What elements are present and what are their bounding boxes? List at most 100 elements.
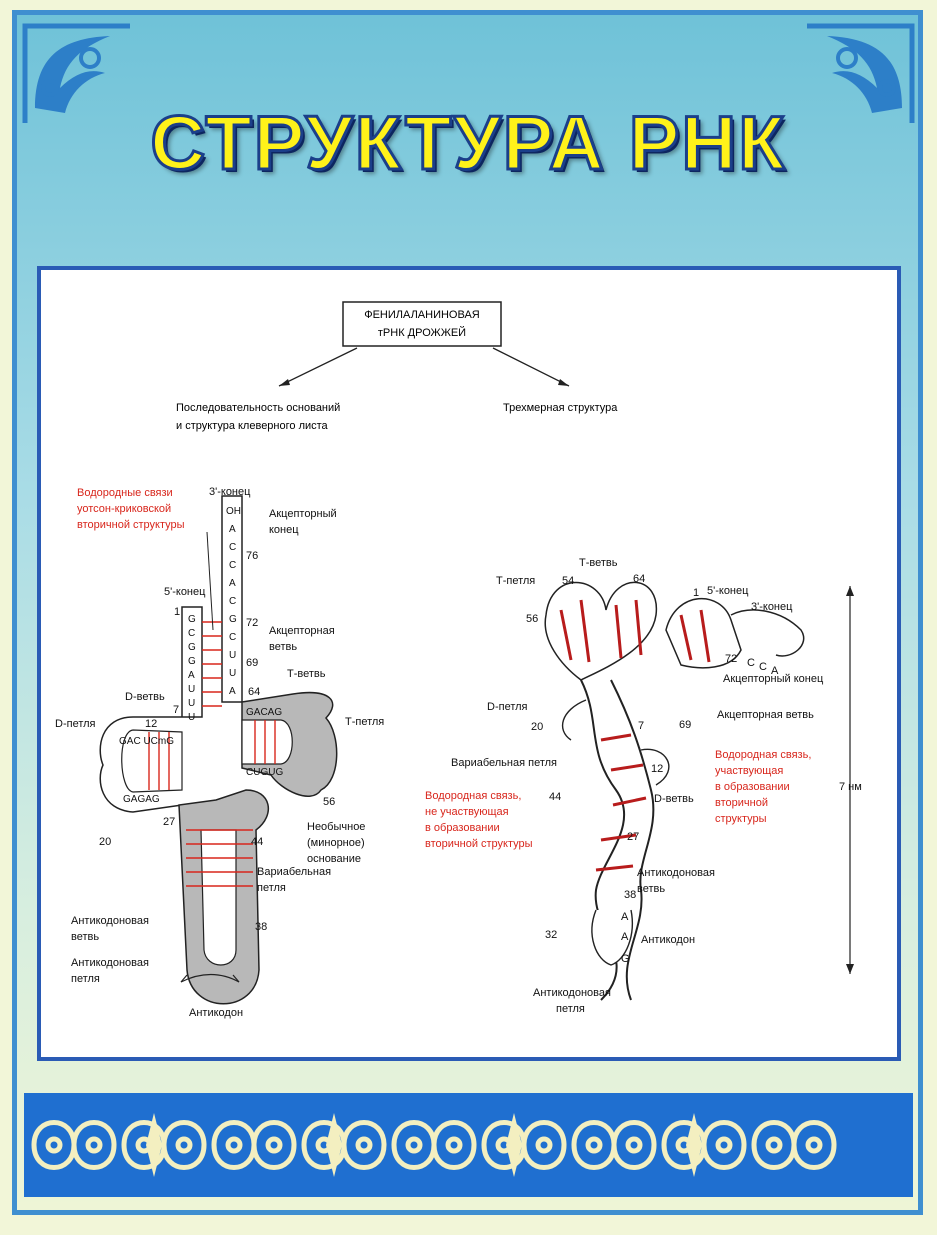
svg-text:ФЕНИЛАЛАНИНОВАЯ: ФЕНИЛАЛАНИНОВАЯ: [364, 309, 480, 321]
svg-text:(минорное): (минорное): [307, 837, 365, 849]
svg-text:D-ветвь: D-ветвь: [125, 691, 165, 703]
svg-text:Акцепторный: Акцепторный: [269, 508, 337, 520]
svg-text:A: A: [771, 665, 779, 677]
svg-text:ветвь: ветвь: [269, 641, 297, 653]
svg-text:27: 27: [627, 831, 639, 843]
svg-text:D-петля: D-петля: [487, 701, 528, 713]
svg-text:G: G: [188, 614, 196, 625]
svg-text:A: A: [621, 911, 629, 923]
svg-text:U: U: [188, 684, 195, 695]
svg-text:конец: конец: [269, 524, 299, 536]
svg-text:ветвь: ветвь: [637, 883, 665, 895]
svg-text:Антикодон: Антикодон: [641, 934, 695, 946]
svg-text:5'-конец: 5'-конец: [707, 585, 749, 597]
tertiary-structure: C C A A A G 54 64 56 1 72 20 7 69 12 44 …: [425, 557, 862, 1015]
svg-text:вторичной структуры: вторичной структуры: [77, 519, 185, 531]
svg-text:32: 32: [545, 929, 557, 941]
svg-text:54: 54: [562, 575, 574, 587]
svg-text:тРНК ДРОЖЖЕЙ: тРНК ДРОЖЖЕЙ: [378, 326, 466, 339]
svg-text:GACAG: GACAG: [246, 707, 282, 718]
svg-text:A: A: [229, 686, 236, 697]
svg-text:56: 56: [526, 613, 538, 625]
svg-text:OH: OH: [226, 506, 241, 517]
svg-text:12: 12: [145, 718, 157, 730]
svg-text:38: 38: [624, 889, 636, 901]
svg-text:GAGAG: GAGAG: [123, 794, 160, 805]
svg-text:64: 64: [633, 573, 645, 585]
svg-text:A: A: [229, 578, 236, 589]
svg-text:петля: петля: [257, 882, 286, 894]
svg-text:в образовании: в образовании: [715, 781, 790, 793]
poster-title: СТРУКТУРА РНК: [149, 100, 787, 188]
svg-text:Вариабельная петля: Вариабельная петля: [451, 757, 557, 769]
diagram-panel: ФЕНИЛАЛАНИНОВАЯ тРНК ДРОЖЖЕЙ Последовате…: [37, 266, 901, 1061]
svg-text:7: 7: [638, 720, 644, 732]
svg-text:вторичной: вторичной: [715, 797, 768, 809]
svg-text:петля: петля: [71, 973, 100, 985]
svg-text:7: 7: [173, 704, 179, 716]
right-heading: Трехмерная структура: [503, 402, 618, 414]
svg-text:ветвь: ветвь: [71, 931, 99, 943]
svg-text:Акцепторный конец: Акцепторный конец: [723, 673, 824, 685]
svg-text:44: 44: [549, 791, 561, 803]
svg-text:C: C: [229, 560, 236, 571]
svg-text:C: C: [747, 657, 755, 669]
cloverleaf-structure: OH A C C A C G C U U A G C G G A U U U G…: [55, 486, 384, 1019]
svg-text:U: U: [188, 712, 195, 723]
svg-text:27: 27: [163, 816, 175, 828]
svg-text:Акцепторная ветвь: Акцепторная ветвь: [717, 709, 814, 721]
svg-text:Т-петля: Т-петля: [345, 716, 384, 728]
svg-text:уотсон-криковской: уотсон-криковской: [77, 503, 171, 515]
left-heading-2: и структура клеверного листа: [176, 420, 329, 432]
svg-text:G: G: [188, 642, 196, 653]
header-box: ФЕНИЛАЛАНИНОВАЯ тРНК ДРОЖЖЕЙ: [342, 301, 502, 347]
svg-text:вторичной структуры: вторичной структуры: [425, 838, 533, 850]
svg-text:GAC UCmG: GAC UCmG: [119, 736, 174, 747]
svg-text:20: 20: [99, 836, 111, 848]
svg-text:3'-конец: 3'-конец: [209, 486, 251, 498]
svg-text:20: 20: [531, 721, 543, 733]
svg-text:A: A: [621, 931, 629, 943]
svg-text:5'-конец: 5'-конец: [164, 586, 206, 598]
svg-text:38: 38: [255, 921, 267, 933]
svg-text:A: A: [188, 670, 195, 681]
svg-text:участвующая: участвующая: [715, 765, 783, 777]
svg-text:в образовании: в образовании: [425, 822, 500, 834]
svg-text:56: 56: [323, 796, 335, 808]
svg-text:не участвующая: не участвующая: [425, 806, 509, 818]
svg-text:72: 72: [246, 617, 258, 629]
svg-text:D-петля: D-петля: [55, 718, 96, 730]
svg-text:1: 1: [693, 587, 699, 599]
svg-text:G: G: [621, 953, 630, 965]
svg-text:C: C: [229, 632, 236, 643]
svg-text:C: C: [759, 661, 767, 673]
svg-text:Антикодоновая: Антикодоновая: [533, 987, 611, 999]
corner-ornament-right: [807, 23, 915, 123]
svg-text:12: 12: [651, 763, 663, 775]
svg-text:Т-петля: Т-петля: [496, 575, 535, 587]
svg-text:U: U: [188, 698, 195, 709]
svg-text:Акцепторная: Акцепторная: [269, 625, 335, 637]
svg-text:44: 44: [251, 836, 263, 848]
svg-text:Антикодоновая: Антикодоновая: [71, 957, 149, 969]
left-heading-1: Последовательность оснований: [176, 402, 340, 414]
svg-text:69: 69: [246, 657, 258, 669]
svg-text:Водородная связь,: Водородная связь,: [715, 749, 811, 761]
svg-text:Вариабельная: Вариабельная: [257, 866, 331, 878]
svg-text:петля: петля: [556, 1003, 585, 1015]
svg-text:Антикодон: Антикодон: [189, 1007, 243, 1019]
trna-diagram: ФЕНИЛАЛАНИНОВАЯ тРНК ДРОЖЖЕЙ Последовате…: [55, 301, 862, 1019]
svg-text:Т-ветвь: Т-ветвь: [579, 557, 618, 569]
svg-text:72: 72: [725, 653, 737, 665]
svg-text:Водородные связи: Водородные связи: [77, 487, 173, 499]
svg-text:U: U: [229, 650, 236, 661]
svg-text:структуры: структуры: [715, 813, 767, 825]
svg-text:CUGUG: CUGUG: [246, 767, 283, 778]
svg-text:7 нм: 7 нм: [839, 781, 862, 793]
svg-text:D-ветвь: D-ветвь: [654, 793, 694, 805]
bottom-ornament-band: [24, 1093, 913, 1197]
svg-text:3'-конец: 3'-конец: [751, 601, 793, 613]
svg-text:основание: основание: [307, 853, 361, 865]
svg-text:69: 69: [679, 719, 691, 731]
svg-text:C: C: [188, 628, 195, 639]
